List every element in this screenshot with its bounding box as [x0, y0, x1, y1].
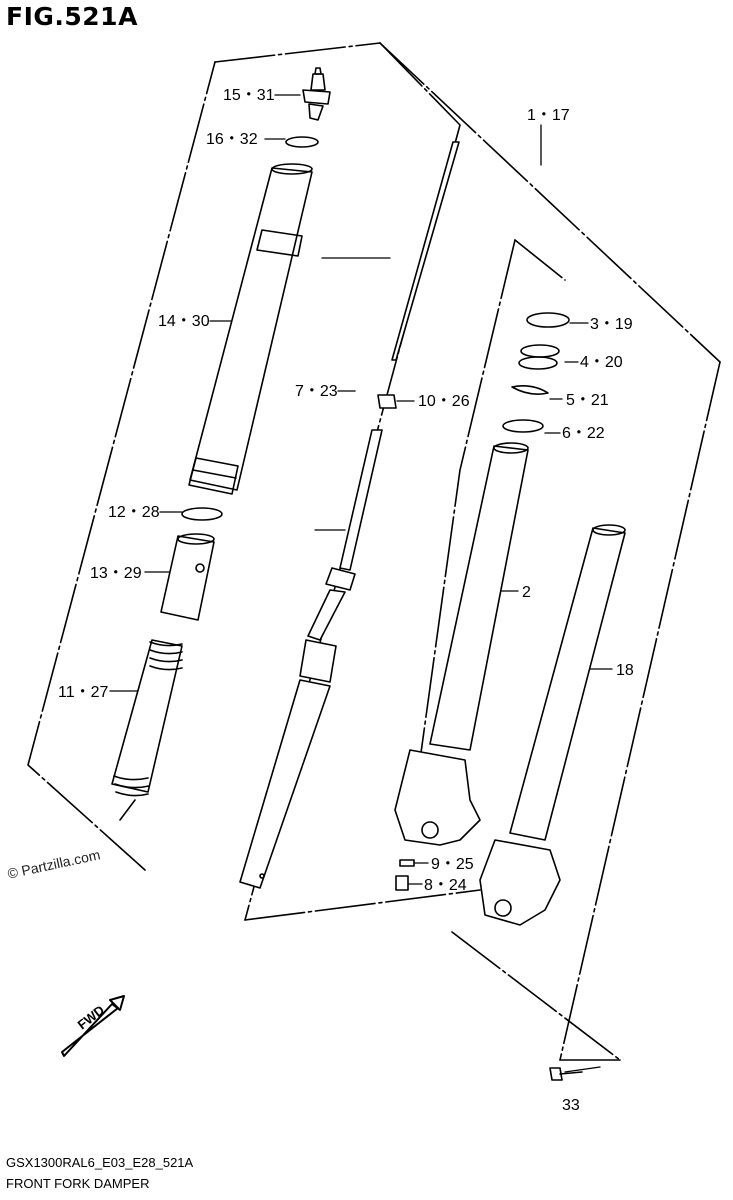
- callout-12: 12・28: [108, 504, 160, 521]
- figure-name: FRONT FORK DAMPER: [6, 1176, 150, 1191]
- assembly-outline: [27, 42, 721, 1061]
- callout-33: 33: [562, 1097, 580, 1114]
- seal-ring-part: [526, 312, 570, 328]
- callout-2: 2: [522, 584, 531, 601]
- callout-9: 9・25: [431, 856, 474, 873]
- callout-5: 5・21: [566, 392, 609, 409]
- callout-6: 6・22: [562, 425, 605, 442]
- inner-tube-part: [394, 442, 529, 846]
- callout-3: 3・19: [590, 316, 633, 333]
- oil-seal-lower-part: [502, 419, 544, 433]
- fwd-arrow-icon: FWD: [61, 995, 125, 1057]
- figure-title: FIG.521A: [6, 2, 138, 31]
- outer-tube-part: [188, 163, 313, 495]
- stopper-ring-part: [511, 385, 549, 395]
- callout-16: 16・32: [206, 131, 258, 148]
- callout-13: 13・29: [90, 565, 142, 582]
- damper-rod-part: [239, 141, 460, 889]
- callout-10: 10・26: [418, 393, 470, 410]
- gasket-part: [399, 859, 415, 867]
- lock-nut-part: [377, 394, 397, 409]
- oil-seal-part: [181, 507, 223, 521]
- callout-14: 14・30: [158, 313, 210, 330]
- callout-15: 15・31: [223, 87, 275, 104]
- callout-1: 1・17: [527, 107, 570, 124]
- callout-7: 7・23: [295, 383, 338, 400]
- callout-8: 8・24: [424, 877, 467, 894]
- spring-part: [111, 639, 183, 797]
- drain-bolt-part: [395, 875, 409, 891]
- callout-18: 18: [616, 662, 634, 679]
- inner-tube-right-part: [479, 524, 626, 926]
- spacer-part: [160, 533, 215, 621]
- axle-clamp-bolt-part: [549, 1067, 583, 1081]
- callout-11: 11・27: [58, 684, 109, 701]
- o-ring-part: [285, 136, 319, 148]
- adjuster-cap-part: [302, 67, 331, 121]
- leader-lines: [109, 94, 613, 1073]
- dust-seal-part: [518, 344, 560, 370]
- callout-4: 4・20: [580, 354, 623, 371]
- figure-code: GSX1300RAL6_E03_E28_521A: [6, 1155, 194, 1170]
